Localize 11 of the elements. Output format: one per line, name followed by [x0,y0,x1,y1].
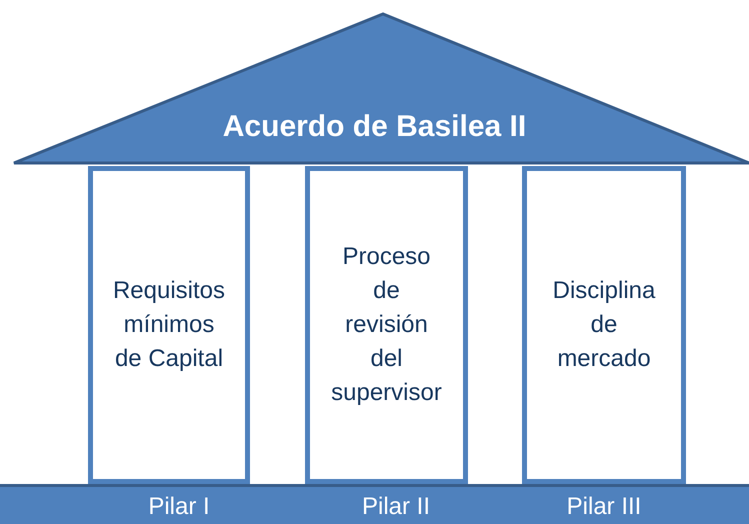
pillar-text: Disciplina de mercado [552,276,656,374]
pillar-label: Pilar III [566,493,642,521]
pillar-column [522,166,686,484]
pillar-column [305,166,468,484]
roof-title: Acuerdo de Basilea II [222,110,528,144]
pillar-text: Proceso de revisión del supervisor [330,242,442,408]
pillar-column [88,166,250,484]
pillar-text: Requisitos mínimos de Capital [112,276,226,374]
pillar-label: Pilar II [360,493,431,521]
pillar-label: Pilar I [147,493,211,521]
base-bar [0,484,749,524]
